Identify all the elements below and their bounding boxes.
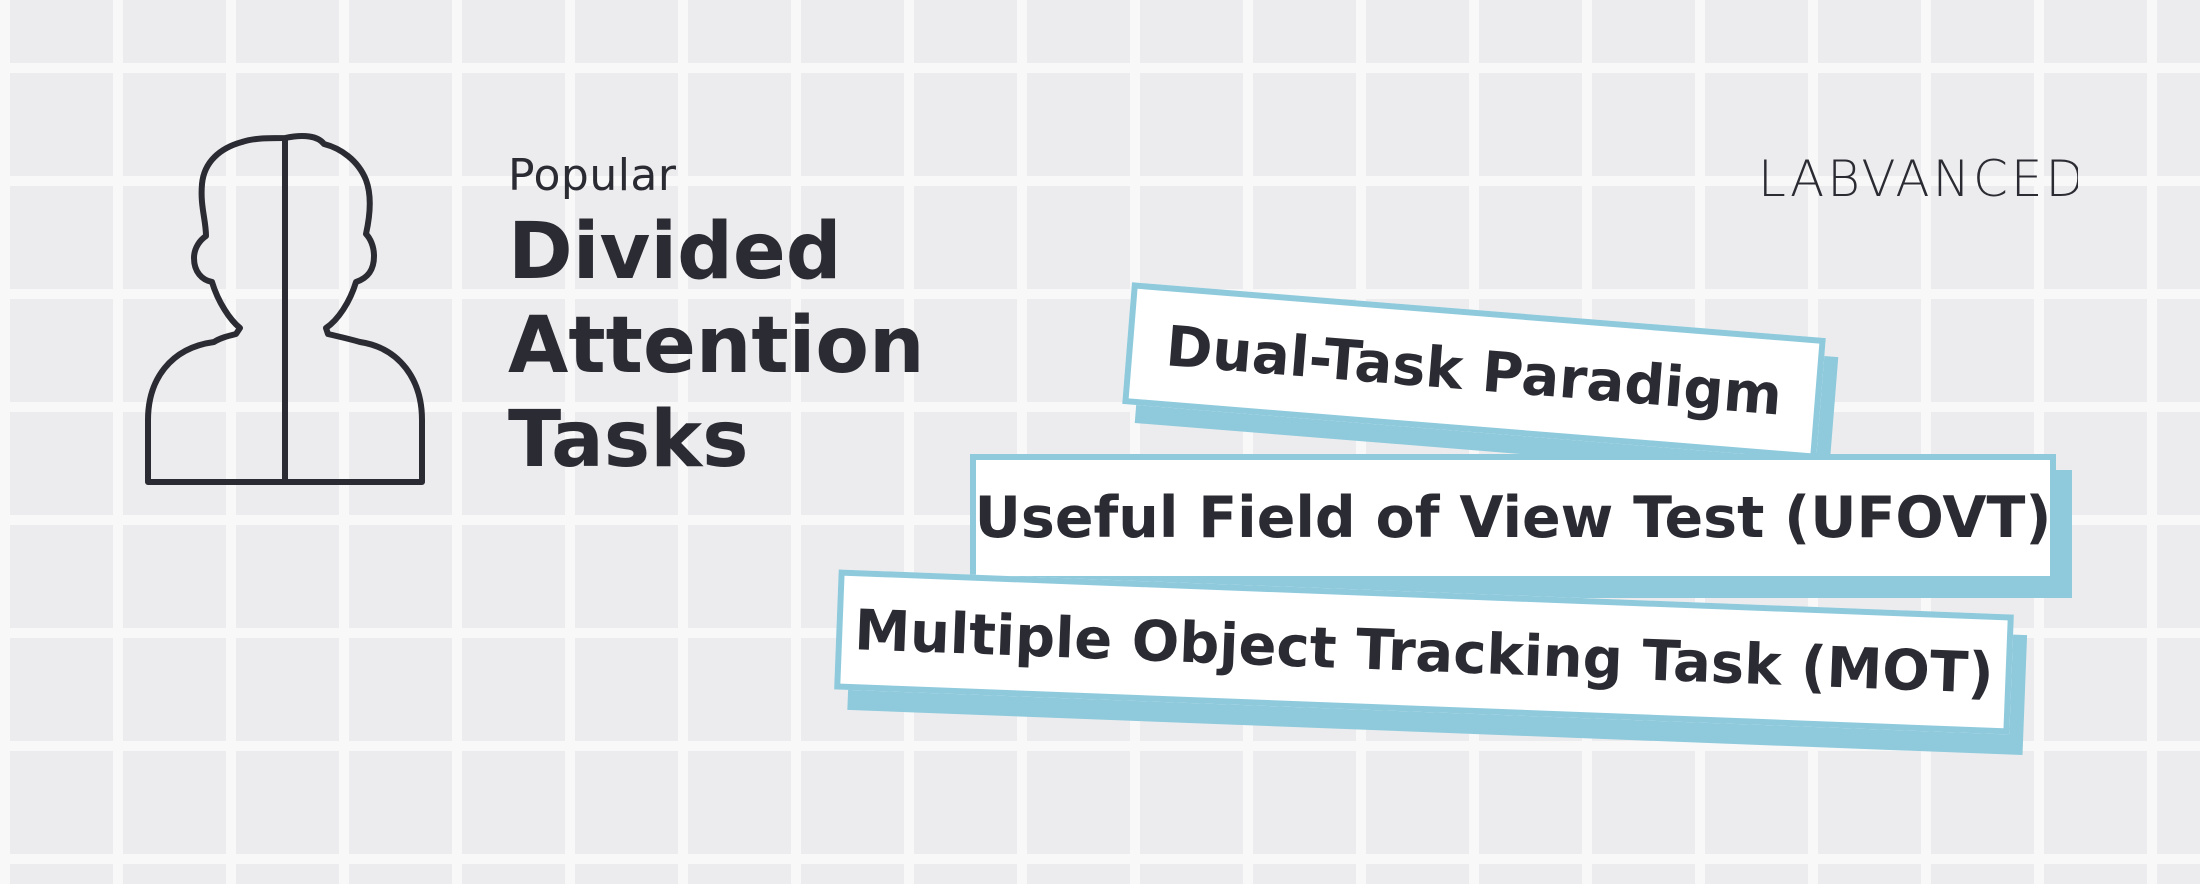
headline-title-line-3: Tasks bbox=[508, 395, 749, 485]
headline-title-line-1: Divided bbox=[508, 207, 842, 297]
headline-title-line-2: Attention bbox=[508, 301, 925, 391]
task-card-ufovt[interactable]: Useful Field of View Test (UFOVT) bbox=[970, 454, 2072, 598]
headline: Popular Divided Attention Tasks bbox=[508, 150, 925, 487]
labvanced-logo: LABVANCED bbox=[1758, 150, 2078, 208]
task-card-dual-task[interactable]: Dual-Task Paradigm bbox=[1122, 282, 1839, 479]
task-card-label: Useful Field of View Test (UFOVT) bbox=[970, 454, 2056, 582]
headline-subtitle: Popular bbox=[508, 150, 677, 201]
divided-attention-person-icon bbox=[140, 130, 430, 490]
logo-text: LABVANCED bbox=[1758, 150, 2078, 208]
